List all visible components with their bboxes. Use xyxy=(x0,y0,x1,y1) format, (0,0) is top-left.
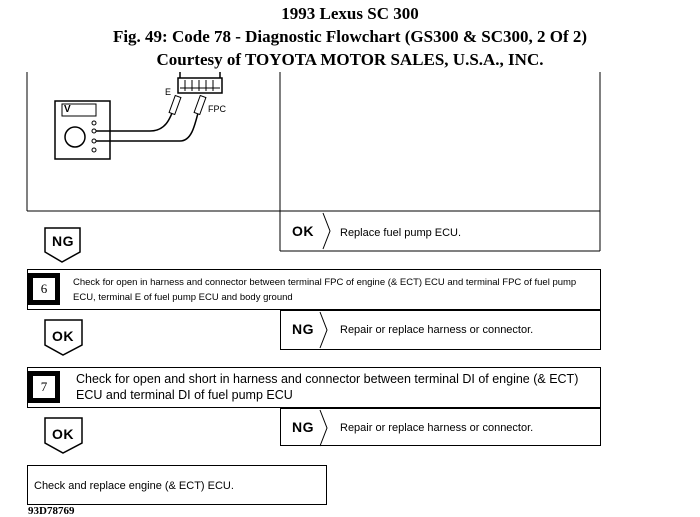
ok-result-top: OK xyxy=(292,223,314,239)
ok-tag-6: OK xyxy=(52,328,74,344)
step-7-number: 7 xyxy=(28,371,60,403)
replace-fuel-pump-ecu: Replace fuel pump ECU. xyxy=(340,227,462,239)
step-6-number: 6 xyxy=(28,273,60,305)
final-action-box xyxy=(27,465,327,505)
step-7-text: Check for open and short in harness and … xyxy=(76,372,579,402)
ng-result-6: NG xyxy=(292,321,314,337)
ng-result-7: NG xyxy=(292,419,314,435)
ok-tag-7: OK xyxy=(52,426,74,442)
final-action-text: Check and replace engine (& ECT) ECU. xyxy=(34,480,234,492)
ng-tag-1: NG xyxy=(52,233,74,249)
step-6-ng-action: Repair or replace harness or connector. xyxy=(340,324,534,336)
step-6-box xyxy=(27,269,601,310)
figure-id: 93D78769 xyxy=(28,505,75,517)
header-line-2: Fig. 49: Code 78 - Diagnostic Flowchart … xyxy=(112,27,588,46)
ecu-connector xyxy=(177,77,223,94)
multimeter-dial xyxy=(64,126,86,148)
step-6-ng-box xyxy=(280,310,601,350)
step-7-box xyxy=(27,367,601,408)
step-6-text: Check for open in harness and connector … xyxy=(73,277,577,303)
step-7-ng-box xyxy=(280,408,601,446)
terminal-fpc-label: FPC xyxy=(208,104,226,114)
step-7-ng-action: Repair or replace harness or connector. xyxy=(340,422,534,434)
terminal-e-label: E xyxy=(165,87,172,97)
header-line-1: 1993 Lexus SC 300 xyxy=(281,4,419,23)
meter-v-label: V xyxy=(64,104,71,115)
header-line-3: Courtesy of TOYOTA MOTOR SALES, U.S.A., … xyxy=(156,50,544,69)
